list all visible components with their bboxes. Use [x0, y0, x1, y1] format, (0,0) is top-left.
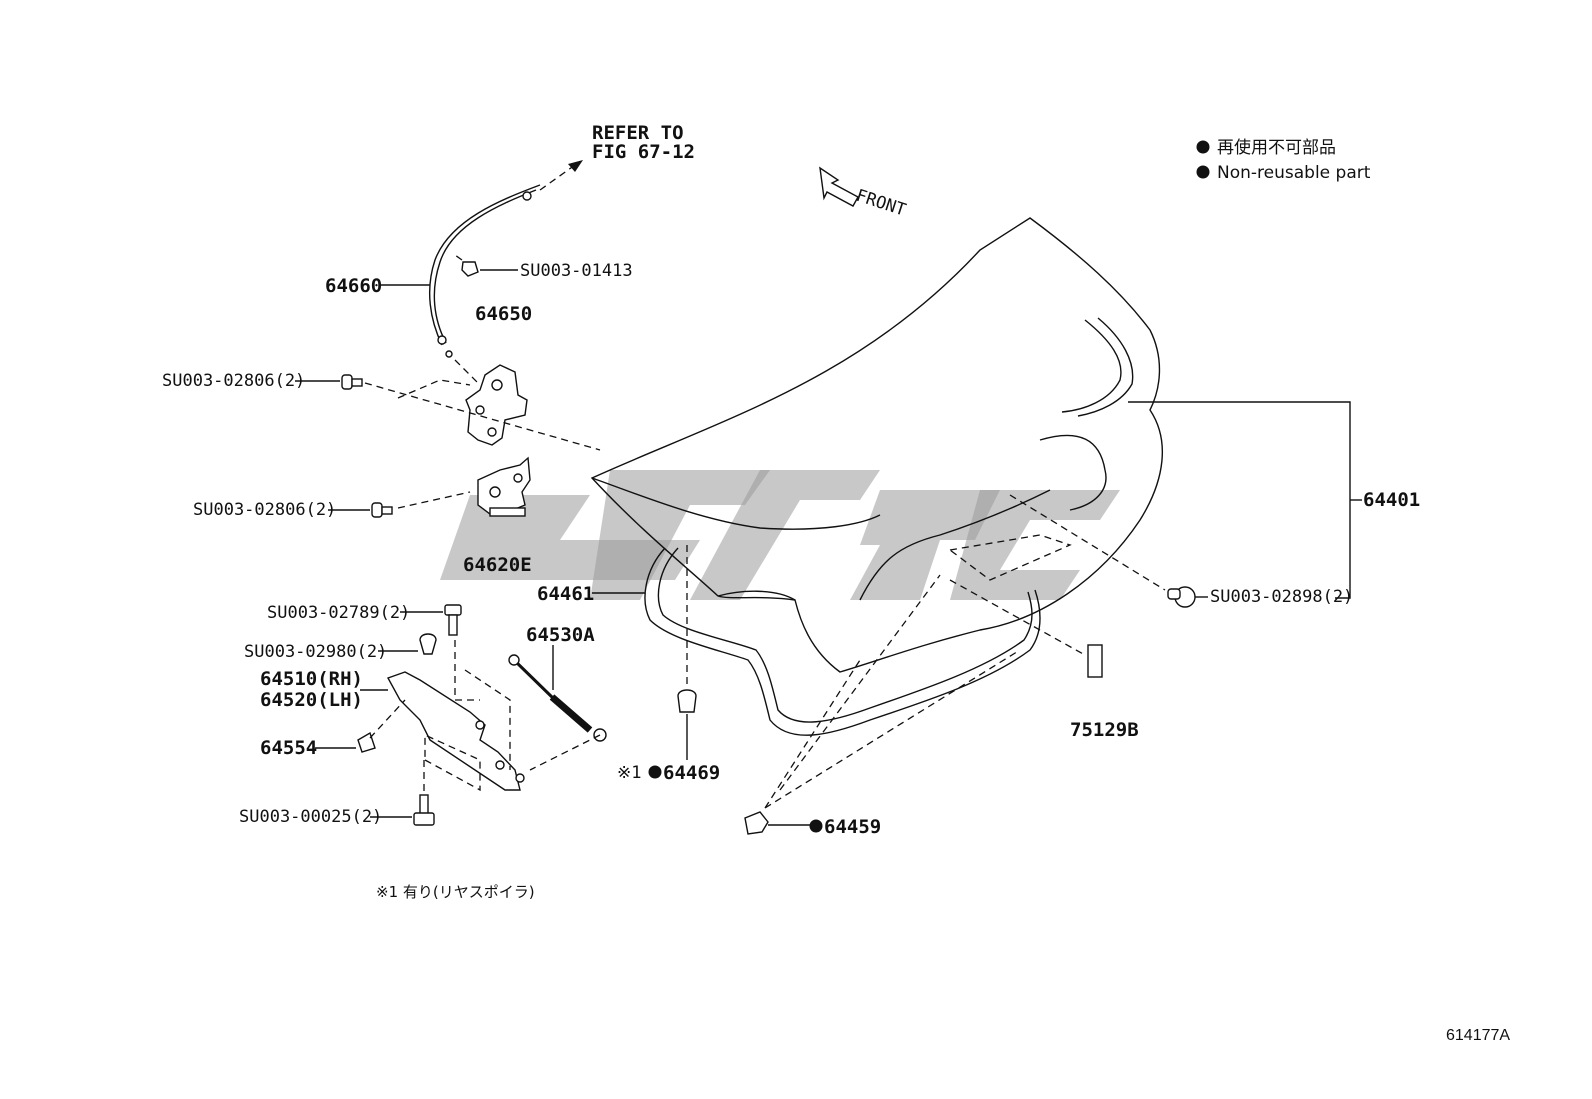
label-su003-02980: SU003-02980(2) — [244, 642, 387, 662]
label-64554: 64554 — [260, 737, 317, 759]
label-64469-prefix: ※1 — [617, 763, 641, 783]
fixing-line-75129b — [949, 579, 1086, 656]
reference-line2: FIG 67-12 — [592, 141, 695, 163]
non-reusable-mark-64459 — [809, 819, 823, 833]
bumper-64459 — [744, 811, 769, 835]
legend-en: Non-reusable part — [1217, 163, 1371, 183]
label-64530a: 64530A — [526, 624, 595, 646]
label-64510: 64510(RH) — [260, 668, 363, 690]
bolt-su003-02806-lower — [371, 502, 393, 518]
fixing-line-64554 — [369, 699, 406, 739]
hinge-arm-64510-64520 — [386, 671, 525, 791]
bolt-su003-02806-upper — [341, 374, 363, 390]
legend-jp: 再使用不可部品 — [1217, 137, 1336, 158]
label-su003-02806-upper: SU003-02806(2) — [162, 371, 305, 391]
fixing-line-hinge-bolt — [454, 640, 480, 701]
reference-line1: REFER TO — [592, 122, 684, 144]
label-su003-00025: SU003-00025(2) — [239, 807, 382, 827]
bolt-su003-02789 — [444, 604, 462, 636]
fixing-line-inner-panel — [948, 534, 1072, 581]
label-su003-02806-lower: SU003-02806(2) — [193, 500, 336, 520]
label-64401: 64401 — [1363, 489, 1420, 511]
label-64620e: 64620E — [463, 554, 532, 576]
label-64520: 64520(LH) — [260, 689, 363, 711]
label-su003-02898: SU003-02898(2) — [1210, 587, 1353, 607]
clip-su003-02898 — [1167, 586, 1196, 608]
front-label: FRONT — [853, 186, 908, 221]
footnote: ※1 有り(リヤスポイラ) — [376, 883, 535, 901]
trunk-lid-panel — [590, 217, 1164, 736]
release-cable — [428, 184, 541, 358]
clip-su003-01413 — [454, 254, 479, 277]
legend-dot-en — [1196, 165, 1210, 179]
fixing-line-hinge-base — [424, 733, 481, 792]
fixing-line-64459 — [764, 574, 1021, 809]
legend-dot-jp — [1196, 140, 1210, 154]
fixing-line-su003-02898 — [1009, 494, 1166, 591]
label-64469: 64469 — [663, 762, 720, 784]
front-arrow-icon — [819, 166, 859, 207]
trunk-lock-64650 — [454, 359, 528, 446]
non-reusable-mark-64469 — [648, 765, 662, 779]
label-64459: 64459 — [824, 816, 881, 838]
label-64650: 64650 — [475, 303, 532, 325]
fixing-line-striker — [397, 491, 471, 509]
watermark-logo — [440, 470, 1120, 600]
striker-64620e — [477, 456, 531, 517]
gas-strut-64530a — [508, 654, 607, 742]
label-75129b: 75129B — [1070, 719, 1139, 741]
label-plate-75129b — [1087, 644, 1103, 678]
clip-su003-02980 — [419, 633, 437, 655]
label-su003-01413: SU003-01413 — [520, 261, 633, 281]
fixing-line-lock-panel — [364, 382, 601, 451]
label-64461: 64461 — [537, 583, 594, 605]
bolt-su003-00025 — [413, 794, 435, 826]
label-64660: 64660 — [325, 275, 382, 297]
fixing-line-lock-bolt — [397, 379, 471, 399]
plug-64469 — [677, 689, 697, 713]
reference-arrow — [539, 160, 583, 191]
fixing-line-hinge-strut — [464, 669, 601, 771]
leader-64401 — [1128, 401, 1351, 599]
label-su003-02789: SU003-02789(2) — [267, 603, 410, 623]
figure-id: 614177A — [1446, 1027, 1510, 1044]
